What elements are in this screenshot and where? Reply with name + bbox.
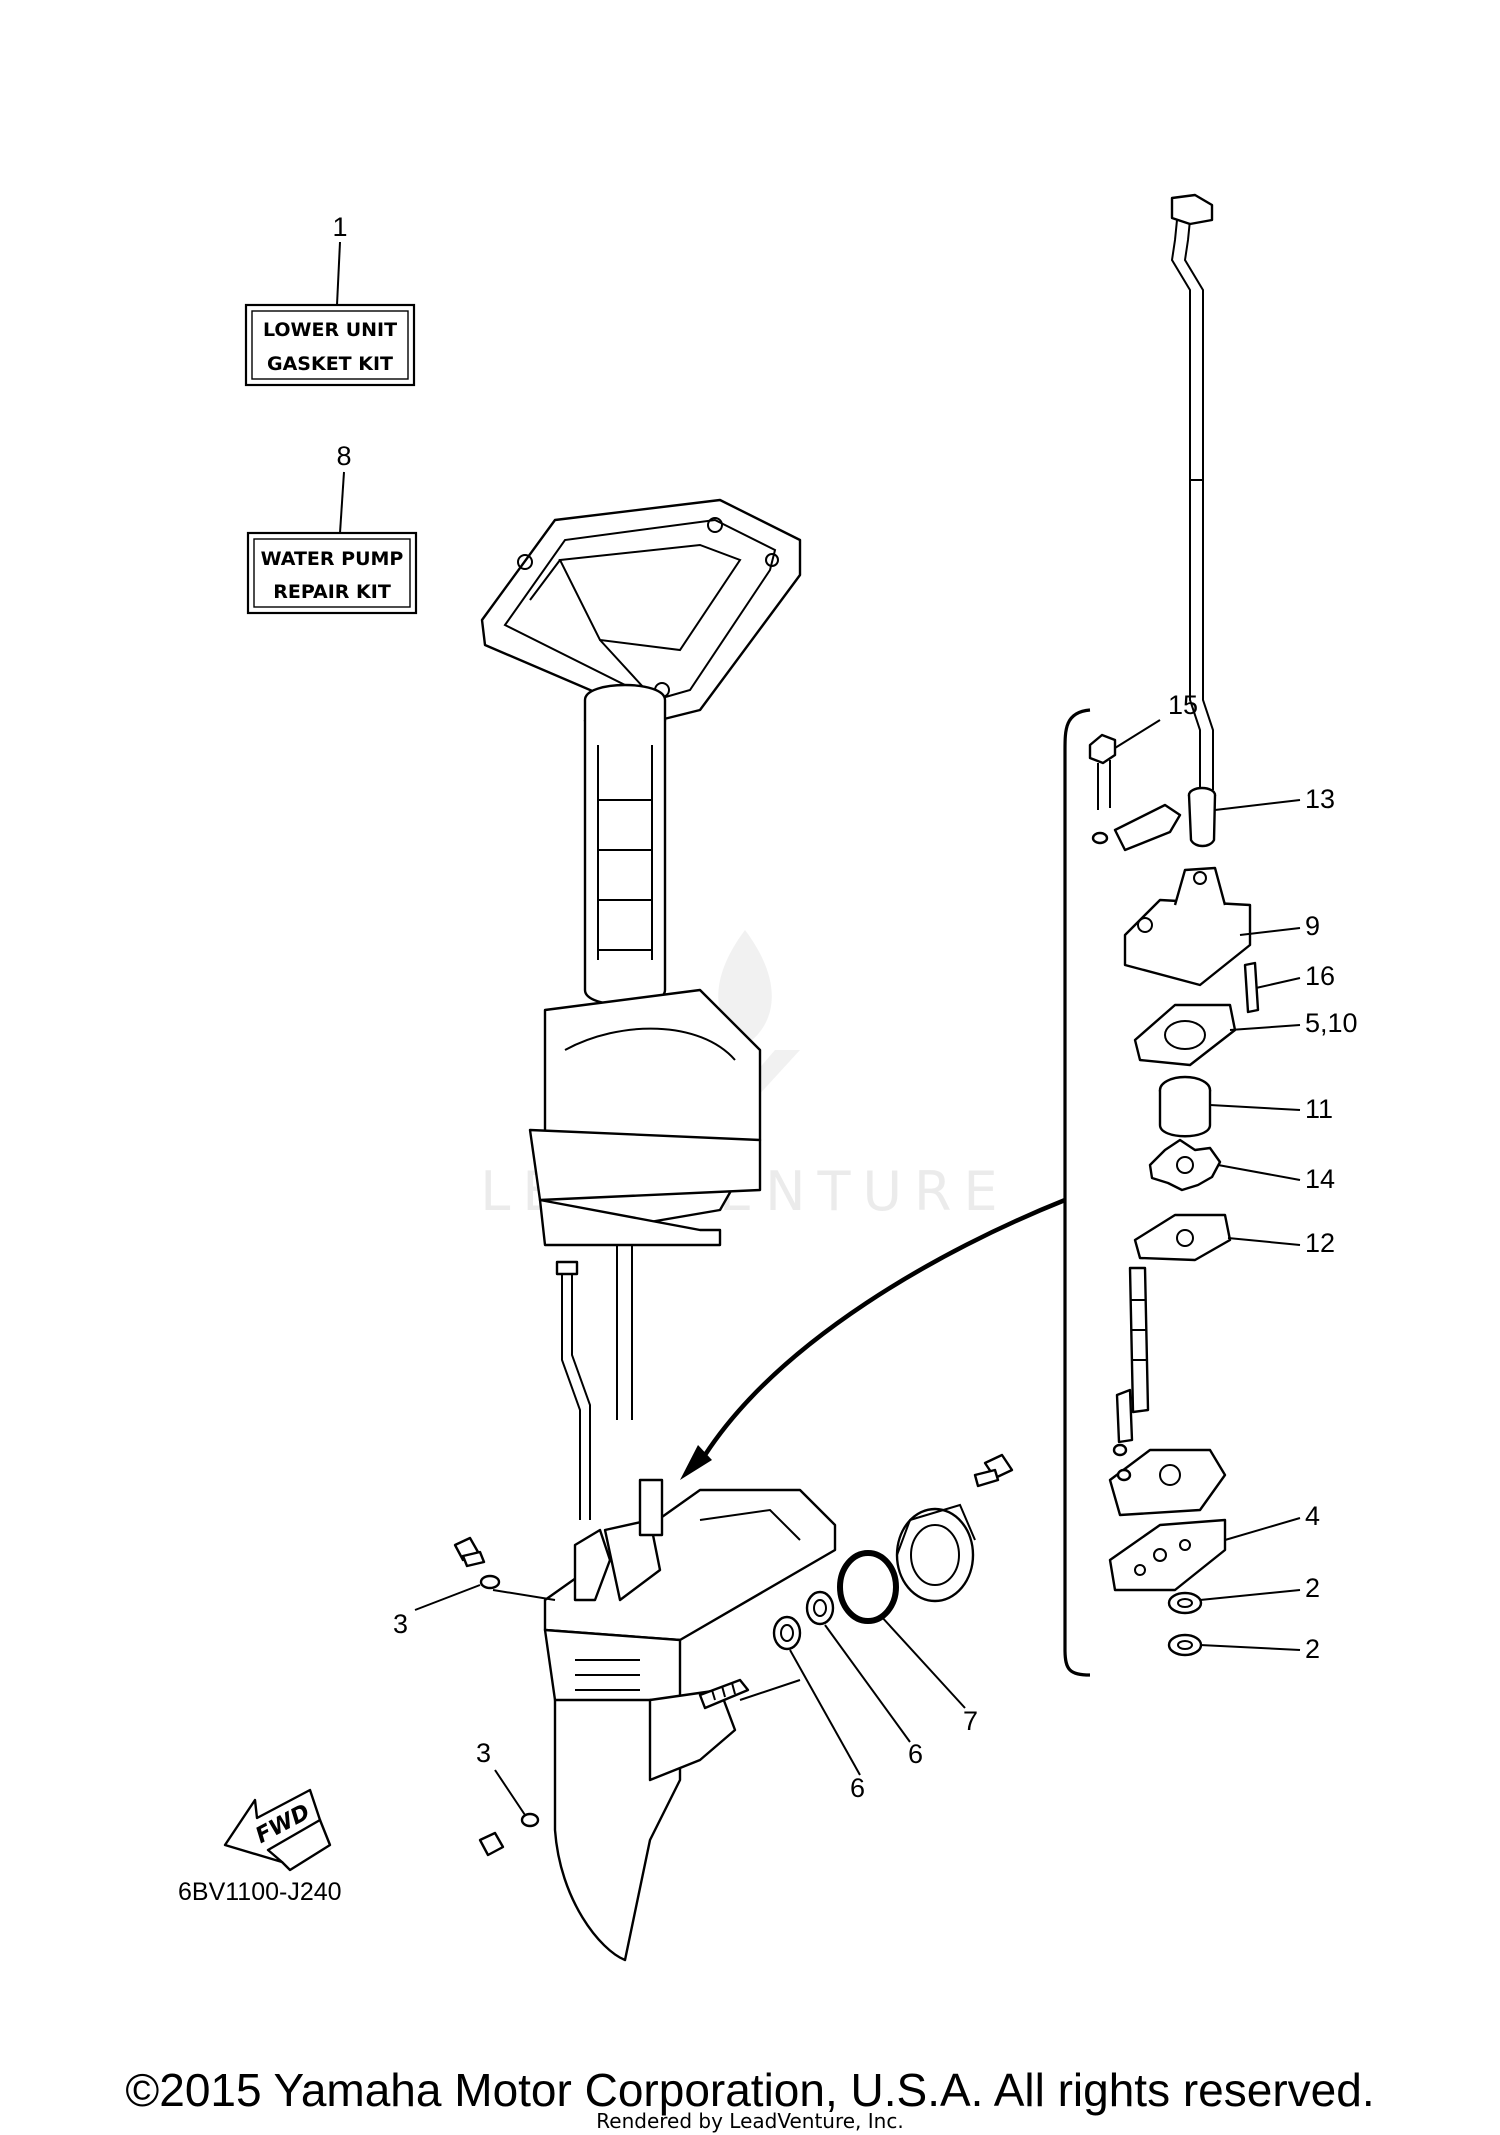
kit-8-line1: WATER PUMP bbox=[261, 548, 404, 570]
callout-3b: 3 bbox=[476, 1738, 491, 1768]
callout-6a: 6 bbox=[850, 1773, 865, 1803]
callout-5-10: 5,10 bbox=[1305, 1008, 1358, 1038]
leader-1 bbox=[336, 241, 341, 306]
lower-casing bbox=[543, 1478, 837, 1962]
bolt-3-upper bbox=[453, 1536, 501, 1590]
kit-box-water-pump-repair[interactable]: 8 WATER PUMP REPAIR KIT bbox=[246, 441, 418, 615]
kit-box-inner bbox=[253, 538, 411, 608]
callout-9: 9 bbox=[1305, 911, 1320, 941]
callout-16: 16 bbox=[1305, 961, 1335, 991]
kit-box-lower-unit-gasket[interactable]: 1 LOWER UNIT GASKET KIT bbox=[244, 212, 416, 387]
insert-cartridge-11 bbox=[1158, 1075, 1212, 1138]
callout-8: 8 bbox=[336, 441, 351, 471]
callout-labels: 15 13 9 16 5,10 11 14 12 4 2 2 3 3 6 6 7 bbox=[393, 690, 1358, 1803]
bolt-15 bbox=[1088, 733, 1117, 810]
water-tube-upper bbox=[1170, 193, 1214, 790]
copyright-text: ©2015 Yamaha Motor Corporation, U.S.A. A… bbox=[125, 2064, 1374, 2116]
assembly-arrow bbox=[680, 1197, 1066, 1480]
callout-1: 1 bbox=[332, 212, 347, 242]
callout-11: 11 bbox=[1305, 1094, 1333, 1124]
kit-box-frame bbox=[246, 531, 418, 615]
drive-shaft-sleeve bbox=[1128, 1266, 1150, 1414]
callout-13: 13 bbox=[1305, 784, 1335, 814]
callout-2a: 2 bbox=[1305, 1573, 1320, 1603]
callout-3a: 3 bbox=[393, 1609, 408, 1639]
drive-shaft-housing bbox=[480, 498, 802, 1420]
kit-1-line1: LOWER UNIT bbox=[263, 319, 397, 341]
callout-7: 7 bbox=[963, 1706, 978, 1736]
callout-4: 4 bbox=[1305, 1501, 1320, 1531]
leader-8 bbox=[339, 471, 345, 534]
outer-plate-12 bbox=[1133, 1213, 1232, 1262]
callout-15: 15 bbox=[1168, 690, 1198, 720]
callout-2b: 2 bbox=[1305, 1634, 1320, 1664]
water-tube bbox=[555, 1260, 591, 1520]
pump-case-9 bbox=[1123, 866, 1252, 987]
bolt-3-lower bbox=[478, 1812, 540, 1857]
callout-6b: 6 bbox=[908, 1739, 923, 1769]
propeller-shaft-housing bbox=[895, 1503, 976, 1603]
gasket-4 bbox=[1108, 1518, 1227, 1592]
diagram-code: 6BV1100-J240 bbox=[178, 1878, 342, 1906]
propeller-shaft bbox=[698, 1678, 750, 1710]
callout-12: 12 bbox=[1305, 1228, 1335, 1258]
callout-14: 14 bbox=[1305, 1164, 1335, 1194]
pump-housing-lower bbox=[1108, 1388, 1227, 1517]
kit-1-line2: GASKET KIT bbox=[267, 353, 393, 375]
o-ring-7 bbox=[837, 1550, 899, 1624]
plate-15 bbox=[1091, 803, 1182, 852]
leader-lines bbox=[414, 719, 1301, 1816]
bearing-2a bbox=[1167, 1591, 1203, 1615]
rendered-by-text: Rendered by LeadVenture, Inc. bbox=[596, 2109, 903, 2133]
assembly-bracket bbox=[1063, 708, 1091, 1677]
bearing-2b bbox=[1167, 1633, 1203, 1657]
grommet-13 bbox=[1187, 786, 1217, 848]
kit-box-inner bbox=[251, 310, 409, 380]
fwd-arrow: FWD bbox=[223, 1788, 332, 1872]
gasket-5-10 bbox=[1133, 1003, 1237, 1067]
pin-16 bbox=[1243, 961, 1260, 1014]
bolt-housing bbox=[973, 1453, 1014, 1488]
kit-8-line2: REPAIR KIT bbox=[273, 581, 391, 603]
oil-seal-6a bbox=[772, 1615, 802, 1651]
oil-seal-6b bbox=[805, 1590, 835, 1626]
impeller-14 bbox=[1148, 1138, 1222, 1192]
kit-box-frame bbox=[244, 303, 416, 387]
